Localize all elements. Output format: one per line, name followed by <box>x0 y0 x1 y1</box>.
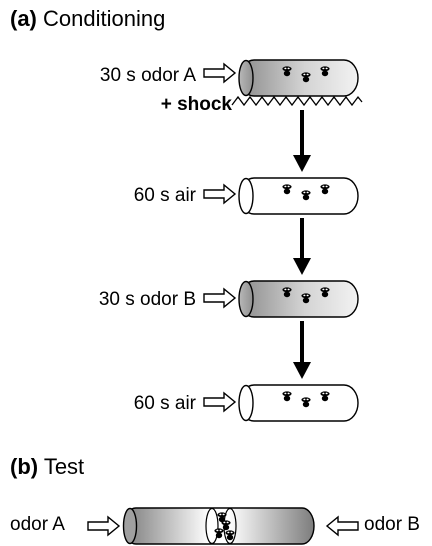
section-b-heading: (b) Test <box>10 456 84 478</box>
step-3-label: 30 s odor B <box>98 289 196 310</box>
step-4-label: 60 s air <box>133 393 196 414</box>
section-a-letter: (a) <box>10 6 37 31</box>
section-b-letter: (b) <box>10 454 39 479</box>
step-2-tube <box>238 177 359 215</box>
step-3-tube <box>238 280 359 318</box>
test-right-input-arrow <box>325 515 359 537</box>
step-2-label: 60 s air <box>133 185 196 206</box>
step-3-input-arrow <box>203 288 236 308</box>
step-4-input-arrow <box>203 392 236 412</box>
shock-zigzag <box>231 95 363 107</box>
flow-arrow-3 <box>293 321 311 379</box>
test-left-label: odor A <box>10 514 65 535</box>
section-b-title: Test <box>43 454 85 479</box>
step-4-tube <box>238 384 359 422</box>
section-a-heading: (a) Conditioning <box>10 8 165 30</box>
test-left-input-arrow <box>87 516 120 536</box>
test-right-label: odor B <box>364 514 420 535</box>
step-1-label: 30 s odor A <box>99 65 196 86</box>
step-2-input-arrow <box>203 184 236 204</box>
step-1-input-arrow <box>203 63 236 83</box>
step-1-tube <box>238 59 359 97</box>
section-a-title: Conditioning <box>43 6 166 31</box>
test-tube <box>122 507 315 545</box>
flow-arrow-2 <box>293 218 311 275</box>
flow-arrow-1 <box>293 110 311 172</box>
shock-label: + shock <box>160 94 232 115</box>
